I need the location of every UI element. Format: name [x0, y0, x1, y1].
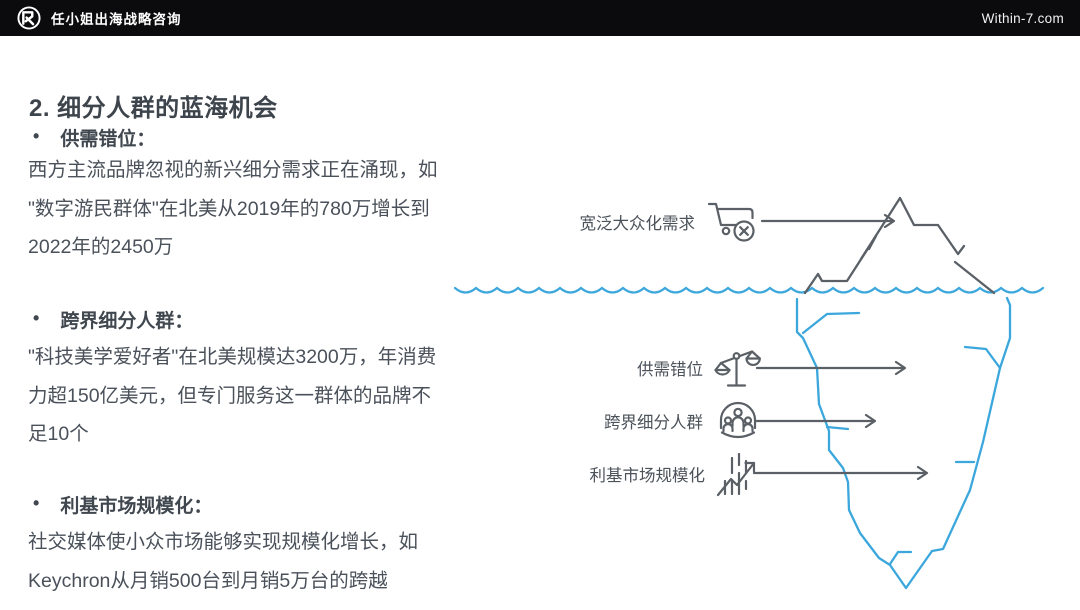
diagram-label-supply-demand: 供需错位	[637, 342, 762, 394]
paragraph-line: 西方主流品牌忽视的新兴细分需求正在涌现，如	[28, 159, 438, 181]
bullet-dot: •	[33, 493, 40, 513]
arrow-supply-demand	[755, 360, 907, 376]
waterline-waves	[453, 286, 1045, 294]
top-bar: 任小姐出海战略咨询 Within-7.com	[0, 0, 1080, 36]
iceberg-above-water	[803, 196, 996, 295]
brand-name: 任小姐出海战略咨询	[51, 12, 182, 27]
paragraph-line: 2022年的2450万	[28, 236, 174, 258]
diagram-label-text: 供需错位	[637, 361, 703, 379]
arrow-niche	[752, 465, 929, 481]
arrow-crossover	[754, 413, 877, 429]
scales-icon	[714, 350, 761, 387]
brand: 任小姐出海战略咨询	[16, 5, 182, 31]
bullet-heading-crossover-segment: • 跨界细分人群：	[33, 306, 193, 333]
paragraph-line: 力超150亿美元，但专门服务这一群体的品牌不	[28, 384, 432, 407]
brand-logo-icon	[17, 6, 41, 30]
diagram-label-text: 宽泛大众化需求	[579, 215, 696, 233]
bullet-paragraph-crossover-segment: "科技美学爱好者"在北美规模达3200万，年消费 力超150亿美元，但专门服务这…	[28, 338, 436, 454]
diagram-label-crossover: 跨界细分人群	[604, 395, 762, 447]
bullet-dot: •	[33, 308, 40, 328]
iceberg-diagram	[453, 196, 1045, 590]
group-icon	[719, 401, 757, 439]
diagram-label-text: 利基市场规模化	[589, 467, 706, 485]
growth-chart-icon	[716, 452, 756, 497]
diagram-label-niche: 利基市场规模化	[590, 448, 763, 500]
paragraph-line: "数字游民群体"在北美从2019年的780万增长到	[28, 197, 430, 220]
diagram-label-text: 跨界细分人群	[604, 414, 703, 432]
paragraph-line: Keychron从月销500台到月销5万台的跨越	[28, 569, 388, 592]
paragraph-line: 足10个	[28, 423, 89, 445]
diagram-label-mass-demand: 宽泛大众化需求	[580, 196, 763, 248]
bullet-heading-label: 跨界细分人群：	[60, 311, 194, 332]
bullet-dot: •	[33, 126, 40, 146]
pointer-arrows	[752, 213, 929, 481]
bullet-heading-label: 利基市场规模化：	[60, 496, 213, 517]
bullet-heading-niche-scaling: • 利基市场规模化：	[33, 491, 212, 518]
bullet-heading-label: 供需错位：	[60, 129, 156, 150]
page-title: 2. 细分人群的蓝海机会	[29, 95, 278, 123]
bullet-paragraph-supply-demand: 西方主流品牌忽视的新兴细分需求正在涌现，如 "数字游民群体"在北美从2019年的…	[28, 151, 438, 267]
bullet-paragraph-niche-scaling: 社交媒体使小众市场能够实现规模化增长，如 Keychron从月销500台到月销5…	[28, 523, 418, 600]
bullet-heading-supply-demand: • 供需错位：	[33, 124, 155, 151]
iceberg-below-water	[795, 296, 1012, 590]
paragraph-line: "科技美学爱好者"在北美规模达3200万，年消费	[28, 346, 437, 368]
paragraph-line: 社交媒体使小众市场能够实现规模化增长，如	[28, 531, 419, 553]
cart-x-icon	[707, 202, 755, 242]
arrow-mass-demand	[760, 213, 896, 229]
site-url: Within-7.com	[981, 10, 1064, 26]
